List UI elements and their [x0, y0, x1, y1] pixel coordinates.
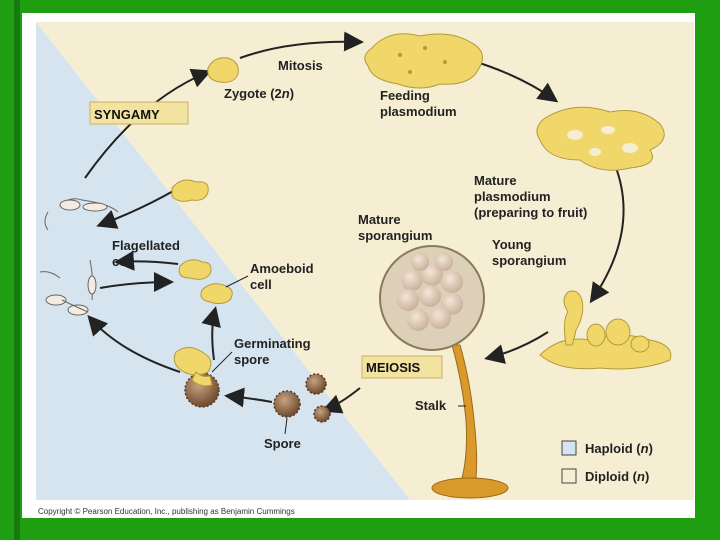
arrow-amoeboid-to-flagellated-top [114, 250, 179, 271]
mature-plasmodium-label-3: (preparing to fruit) [474, 205, 587, 220]
mature-plasmodium-shape [536, 106, 665, 171]
germinating-leader [211, 351, 233, 373]
slide-left-bar [14, 0, 20, 540]
mature-plasmodium-label-2: plasmodium [474, 189, 551, 204]
syngamy-label: SYNGAMY [94, 107, 160, 122]
amoeboid-leader [225, 275, 249, 288]
mature-sporangium-shape [379, 245, 509, 499]
flagellated-cell-label-2: cell [112, 254, 134, 269]
feeding-plasmodium-shape [364, 33, 483, 89]
meiosis-label: MEIOSIS [366, 360, 421, 375]
flagellated-cell-shapes [39, 198, 119, 316]
feeding-plasmodium-label: Feeding [380, 88, 430, 103]
mature-sporangium-label-2: sporangium [358, 228, 432, 243]
germinating-spore-label: Germinating [234, 336, 311, 351]
spore-leader [284, 417, 288, 435]
syngamy-box [89, 101, 189, 125]
flagellated-cell-label: Flagellated [112, 238, 180, 253]
arrow-amoeboid-to-syngamy [96, 189, 176, 229]
stalk-label: Stalk [415, 398, 447, 413]
mature-sporangium-label: Mature [358, 212, 401, 227]
arrow-spore-to-germinating [224, 387, 273, 408]
mitosis-label: Mitosis [278, 58, 323, 73]
arrow-mature-to-young [589, 164, 625, 304]
haploid-swatch [561, 440, 577, 456]
amoeboid-cell-label: Amoeboid [250, 261, 314, 276]
arrow-zygote-to-feeding [239, 31, 364, 59]
diploid-region [36, 22, 694, 500]
mature-plasmodium-label: Mature [474, 173, 517, 188]
young-sporangium-label-2: sporangium [492, 253, 566, 268]
feeding-plasmodium-label-2: plasmodium [380, 104, 457, 119]
amoeboid-cell-label-2: cell [250, 277, 272, 292]
spore-shapes [273, 373, 331, 423]
copyright-text: Copyright © Pearson Education, Inc., pub… [38, 507, 295, 516]
young-sporangium-shape [539, 290, 672, 370]
zygote-label: Zygote (2n) [224, 86, 294, 101]
germinating-spore-label-2: spore [234, 352, 269, 367]
arrow-germinating-to-amoeboid [201, 306, 221, 361]
arrow-flagellated-to-amoeboid [99, 272, 174, 293]
arrow-young-to-sporangium [484, 331, 549, 364]
meiosis-box [361, 355, 443, 379]
amoeboid-cell-shapes [171, 179, 233, 305]
germinating-spore-shape [173, 347, 220, 408]
diploid-swatch [561, 468, 577, 484]
zygote-shape [207, 57, 239, 83]
arrow-germ-lower [87, 315, 181, 373]
young-sporangium-label: Young [492, 237, 532, 252]
haploid-legend-label: Haploid (n) [585, 441, 653, 456]
diploid-legend-label: Diploid (n) [585, 469, 649, 484]
spore-label: Spore [264, 436, 301, 451]
